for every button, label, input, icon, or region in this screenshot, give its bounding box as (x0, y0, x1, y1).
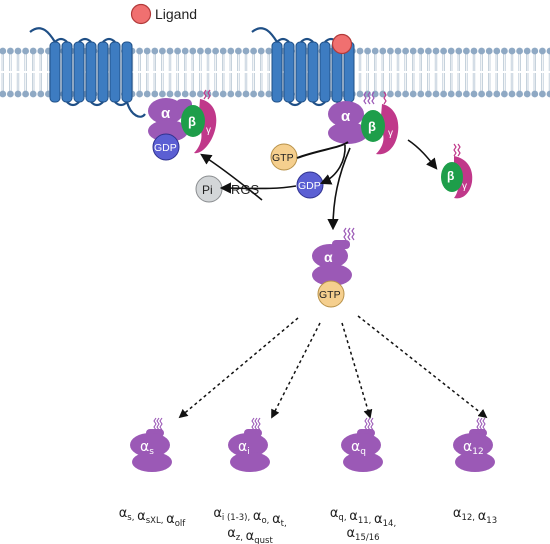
galpha-families: αs αs, αsXL, αolf αi αi (1-3), αo, αt,αz, α… (119, 417, 497, 544)
alpha-subunit-4 (312, 240, 352, 286)
heterotrimer-inactive: α β γ GDP (148, 89, 217, 161)
tm-helix (73, 41, 85, 103)
family-alpha-label: αi (238, 439, 250, 457)
c-terminus (125, 101, 146, 118)
gamma-lipid-tail-3 (453, 143, 461, 157)
alpha-label-2: α (341, 108, 351, 125)
alpha-subunit (453, 429, 495, 472)
tm-helix (307, 41, 319, 103)
family-members: αs, αsXL, αolf (119, 506, 187, 529)
alpha-lipid-tail (153, 417, 163, 431)
gdp-bound (152, 133, 180, 161)
gamma-label-2: γ (388, 128, 393, 139)
tm-helix (295, 41, 307, 103)
gdp-bound-label: GDP (154, 142, 177, 154)
n-terminus (29, 27, 56, 43)
tm-loop (102, 37, 116, 43)
tm-helix (271, 41, 283, 103)
tm-loop (276, 37, 290, 43)
gamma-lipid-tail-2 (383, 91, 387, 105)
galpha-family-2: αi (228, 417, 270, 472)
heterotrimer-activating: α β γ (328, 91, 399, 155)
alpha-subunit (130, 429, 172, 472)
arrow-to-g12 (357, 315, 488, 419)
beta-label-2: β (368, 119, 376, 134)
arrow-to-inactive (200, 153, 263, 201)
alpha-subunit-2 (328, 101, 368, 144)
beta-label-3: β (447, 169, 454, 183)
tm-loop (288, 101, 302, 107)
beta-label: β (188, 114, 196, 129)
family-members: αi (1-3), αo, αt, (213, 506, 286, 529)
tm-helix (61, 41, 73, 103)
tm-helix (121, 41, 133, 103)
arrow-gtp-exchange (296, 141, 349, 159)
beta-subunit (181, 105, 205, 137)
gtp-bound (317, 280, 345, 308)
arrow-to-gs (178, 317, 299, 419)
family-members: α12, α13 (453, 506, 497, 526)
tm-loop (78, 37, 92, 43)
pathway-arrows (178, 139, 488, 419)
ligand-legend-icon (130, 3, 152, 25)
alpha-subunit (341, 429, 383, 472)
tm-loop (300, 37, 314, 43)
alpha-subunit (228, 429, 270, 472)
family-members: αq, α11, α14, (330, 506, 396, 529)
alpha-lipid-tail (476, 417, 486, 431)
arrow-pi-release (219, 182, 297, 194)
alpha-lipid-tail (364, 417, 374, 431)
alpha-label-4: α (324, 249, 333, 265)
ligand-legend-label: Ligand (155, 6, 197, 22)
galpha-family-4: α12 (453, 417, 495, 472)
tm-loop (312, 101, 326, 107)
tm-helix (97, 41, 109, 103)
arrow-to-alpha-gtp (327, 147, 351, 231)
tm-loop (66, 101, 80, 107)
family-members: αz, αgust (227, 526, 273, 544)
gdp-released-label: GDP (298, 180, 321, 192)
gamma-lipid-tail (203, 89, 211, 100)
tm-helix (49, 41, 61, 103)
tm-helix (109, 41, 121, 103)
free-beta-gamma: β γ (441, 143, 473, 199)
gamma-label-3: γ (462, 181, 467, 192)
receptor-active (251, 27, 368, 118)
rgs-label: RGS (231, 182, 260, 197)
n-terminus (251, 27, 278, 43)
alpha-label: α (161, 105, 171, 122)
arrow-gdp-release (319, 144, 346, 185)
galpha-family-3: αq (341, 417, 383, 472)
arrow-to-gi (271, 322, 321, 419)
gdp-released (296, 171, 324, 199)
receptor-inactive (29, 27, 146, 118)
gtp-incoming-label: GTP (272, 152, 294, 164)
alpha-lipid-tail (363, 91, 375, 105)
tm-helix (85, 41, 97, 103)
beta-subunit-2 (361, 110, 385, 142)
alpha-lipid-tail-4 (343, 227, 355, 241)
tm-helix (283, 41, 295, 103)
ligand-legend: Ligand (130, 3, 197, 25)
ligand-bound (331, 33, 353, 55)
arrow-to-beta-gamma (407, 139, 438, 170)
gamma-label: γ (206, 125, 211, 136)
beta-subunit-3 (441, 162, 463, 192)
tm-loop (90, 101, 104, 107)
tm-loop (114, 101, 128, 107)
alpha-gtp-active: α GTP (312, 227, 355, 308)
galpha-family-1: αs (130, 417, 172, 472)
tm-loop (54, 37, 68, 43)
pi-label: Pi (202, 183, 213, 197)
family-members: α15/16 (346, 526, 379, 543)
tm-helix (319, 41, 331, 103)
alpha-lipid-tail (251, 417, 261, 431)
arrow-to-gq (341, 322, 373, 419)
gtp-bound-label: GTP (319, 289, 341, 301)
